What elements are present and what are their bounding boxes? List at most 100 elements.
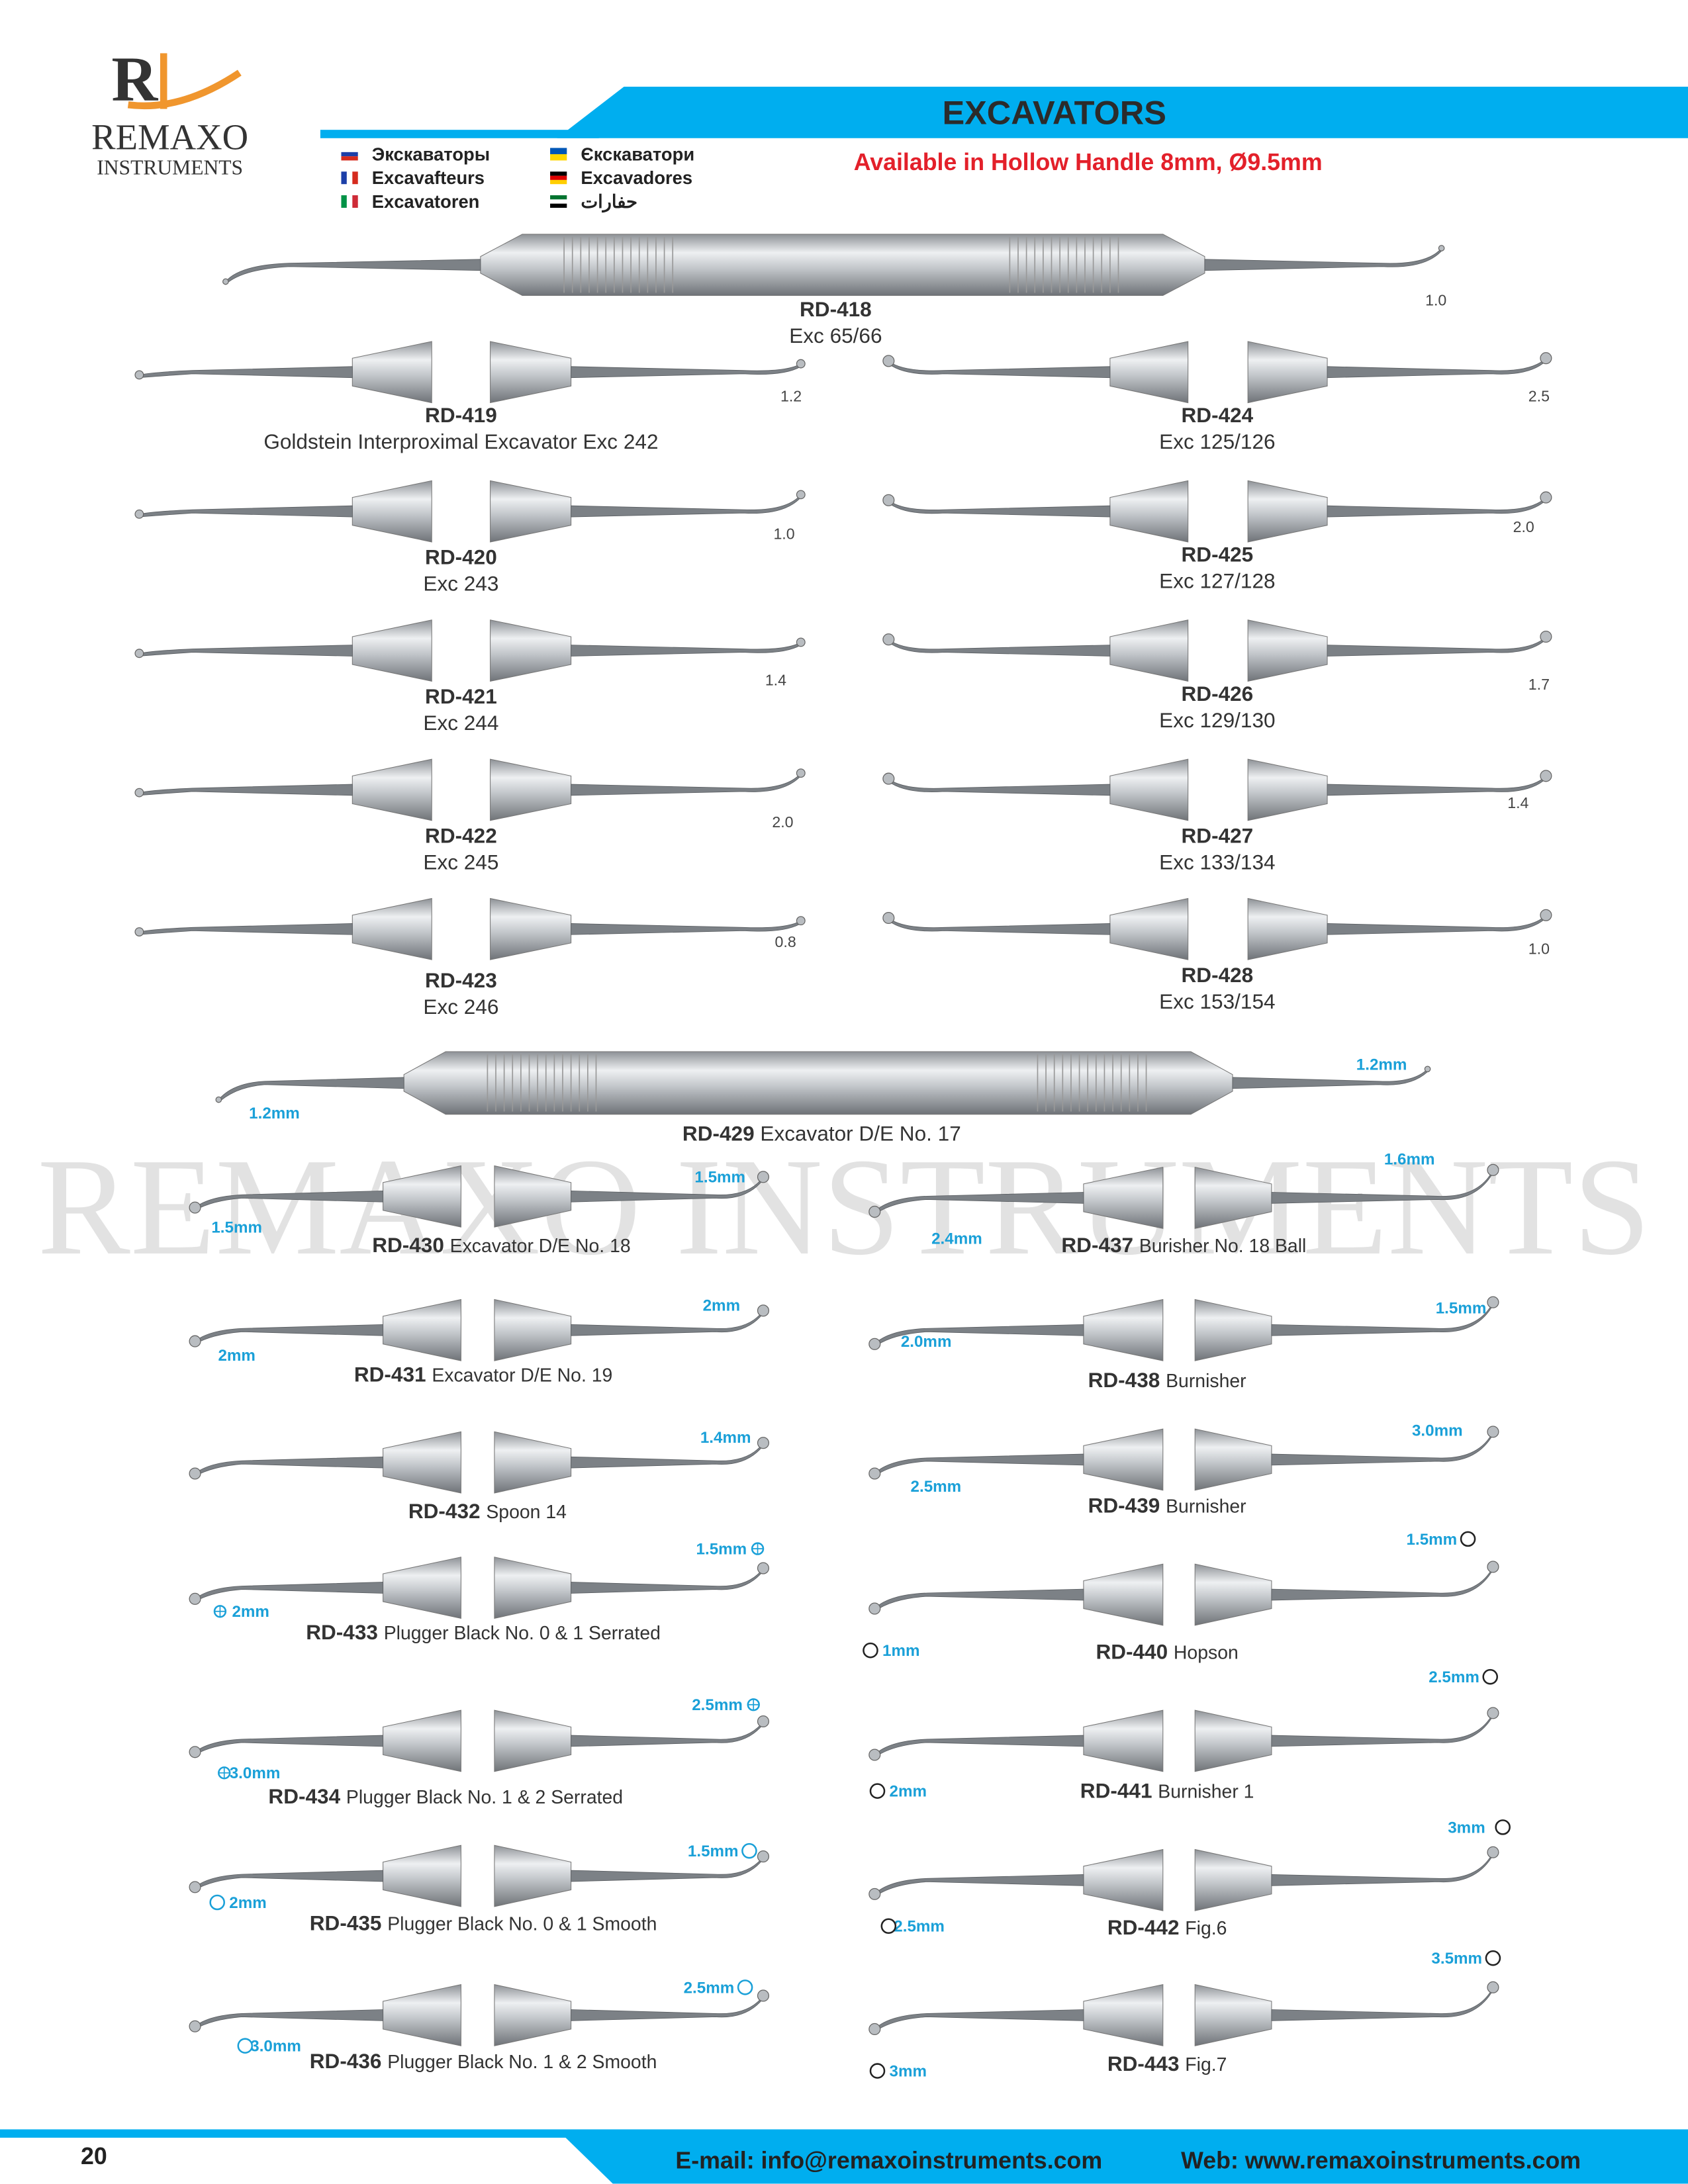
language-label: Экскаваторы	[372, 144, 490, 164]
smooth-tip-icon	[1482, 1668, 1499, 1685]
instrument-rd-429	[215, 1051, 1431, 1115]
product-rd-436: RD-436 Plugger Black No. 1 & 2 Smooth3.0…	[237, 1979, 753, 2073]
tip-size-item: 1.5mm	[696, 1541, 765, 1559]
tip-size-item: 3.0mm	[218, 1764, 280, 1782]
tip-size: 1.2mm	[1356, 1056, 1407, 1073]
tip-size-item: 3.5mm	[1431, 1950, 1501, 1968]
product-label: RD-443 Fig.7	[1107, 2052, 1227, 2075]
product-label: RD-441 Burnisher 1	[1080, 1779, 1254, 1803]
smooth-tip-icon	[209, 1894, 226, 1911]
product-code: RD-436	[310, 2049, 382, 2073]
product-code: RD-419	[425, 403, 497, 427]
smooth-tip-icon	[1460, 1531, 1476, 1547]
logo: R REMAXO INSTRUMENTS	[91, 44, 248, 179]
product-code: RD-420	[425, 545, 497, 569]
product-rd-435: RD-435 Plugger Black No. 0 & 1 Smooth2mm…	[209, 1843, 757, 1935]
product-label: RD-436 Plugger Black No. 1 & 2 Smooth	[310, 2049, 657, 2073]
tip-size-item: 1.5mm	[694, 1169, 745, 1187]
tip-size-item: 1.4mm	[700, 1429, 751, 1447]
tip-size: 1.5mm	[211, 1219, 262, 1237]
serrated-tip-icon	[218, 1766, 231, 1780]
product-rd-437: RD-437 Burisher No. 18 Ball 2.4mm 1.6mm	[931, 1150, 1434, 1257]
tip-size-item: 3mm	[869, 2063, 927, 2081]
product-rd-434: RD-434 Plugger Black No. 1 & 2 Serrated3…	[218, 1696, 760, 1808]
product-name: Exc 244	[423, 711, 498, 735]
product-name: Plugger Black No. 0 & 1 Smooth	[387, 1914, 657, 1935]
tip-size: 1.2mm	[249, 1105, 300, 1122]
product-name: Burnisher	[1166, 1496, 1246, 1517]
language-item-fr: Excavafteurs	[341, 167, 485, 188]
tip-size: 2.5mm	[894, 1918, 945, 1936]
page-title: EXCAVATORS	[942, 94, 1166, 132]
product-name: Exc 129/130	[1159, 708, 1275, 732]
flag-ua-icon	[550, 148, 567, 161]
product-label: RD-437 Burisher No. 18 Ball	[1061, 1233, 1306, 1257]
instrument-rd-437	[868, 1163, 1499, 1229]
product-name: Exc 243	[423, 572, 498, 596]
tip-size-item: 2.4mm	[931, 1230, 982, 1248]
product-label: RD-433 Plugger Black No. 0 & 1 Serrated	[306, 1620, 661, 1644]
tip-size: 2.5mm	[911, 1478, 962, 1496]
tip-size-item: 1.2mm	[249, 1105, 300, 1122]
product-label: RD-439 Burnisher	[1088, 1493, 1246, 1517]
instrument-rd-431	[189, 1298, 770, 1361]
product-label: RD-432 Spoon 14	[408, 1499, 567, 1523]
instrument-rd-423	[134, 897, 806, 960]
tip-size-item: 1mm	[863, 1642, 919, 1660]
instrument-rd-420	[134, 480, 806, 543]
product-code: RD-424	[1182, 403, 1254, 427]
flag-ae-icon	[550, 195, 567, 208]
tip-size: 1.7	[1528, 676, 1550, 693]
instrument-rd-427	[882, 758, 1552, 821]
product-label: RD-431 Excavator D/E No. 19	[354, 1363, 612, 1387]
tip-size: 3mm	[890, 2063, 927, 2081]
tip-size-item: 2.5mm	[880, 1918, 945, 1936]
tip-size-item: 2mm	[218, 1347, 255, 1365]
footer-web[interactable]: Web: www.remaxoinstruments.com	[1181, 2147, 1581, 2173]
tip-size-item: 2mm	[703, 1297, 740, 1314]
tip-size: 1.6mm	[1384, 1150, 1435, 1168]
tip-size-item: 2.5mm	[692, 1696, 760, 1714]
tip-size-item: 1.5mm	[1407, 1531, 1476, 1549]
tip-size: 3mm	[1448, 1819, 1485, 1837]
tip-size-item: 2mm	[209, 1894, 267, 1912]
instrument-rd-435	[189, 1844, 770, 1907]
product-name: Exc 125/126	[1159, 430, 1275, 453]
tip-size: 1.4mm	[700, 1429, 751, 1447]
product-code: RD-438	[1088, 1368, 1160, 1392]
product-rd-431: RD-431 Excavator D/E No. 19 2mm 2mm	[218, 1297, 740, 1386]
product-name: Fig.7	[1185, 2054, 1227, 2075]
product-rd-432: RD-432 Spoon 14 1.4mm	[408, 1429, 751, 1523]
product-name: Excavator D/E No. 17	[760, 1122, 961, 1146]
tip-size-item: 1.5mm	[1436, 1300, 1487, 1318]
instrument-rd-433	[189, 1557, 770, 1619]
tip-size: 2mm	[218, 1347, 255, 1365]
product-rd-433: RD-433 Plugger Black No. 0 & 1 Serrated2…	[213, 1541, 765, 1644]
language-label: Excavatoren	[372, 191, 480, 212]
tip-size: 1.5mm	[694, 1169, 745, 1187]
instrument-rd-436	[189, 1983, 770, 2046]
instrument-rd-421	[134, 619, 806, 682]
product-code: RD-426	[1182, 682, 1254, 705]
product-name: Spoon 14	[486, 1502, 567, 1523]
product-label: RD-430 Excavator D/E No. 18	[372, 1233, 630, 1257]
footer-email[interactable]: E-mail: info@remaxoinstruments.com	[675, 2147, 1102, 2173]
product-code: RD-437	[1061, 1233, 1133, 1257]
language-label: حفارات	[581, 191, 637, 213]
product-code: RD-432	[408, 1499, 481, 1523]
tip-size: 2mm	[229, 1894, 266, 1912]
product-code: RD-427	[1182, 823, 1254, 847]
tip-size: 2mm	[890, 1783, 927, 1801]
product-name: Hopson	[1174, 1642, 1239, 1663]
smooth-tip-icon	[737, 1979, 753, 1995]
tip-size: 1.0	[1528, 940, 1550, 958]
instrument-rd-424	[882, 341, 1552, 404]
tip-size: 1.2	[780, 387, 802, 404]
logo-text: REMAXO	[91, 117, 248, 158]
logo-swoosh	[127, 69, 242, 110]
product-name: Fig.6	[1185, 1918, 1227, 1939]
logo-subtext: INSTRUMENTS	[97, 156, 243, 179]
tip-size: 2.5	[1528, 387, 1550, 404]
